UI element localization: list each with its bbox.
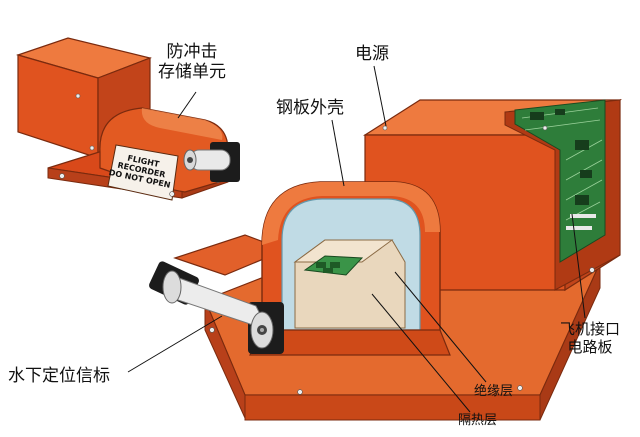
leader-aircraft-board xyxy=(571,213,586,319)
leader-lines xyxy=(127,65,586,413)
label-insulation-layer: 绝缘层 xyxy=(474,384,514,399)
label-underwater-locator-beacon: 水下定位信标 xyxy=(8,366,110,386)
leader-steel-shell xyxy=(331,119,345,187)
label-aircraft-interface-board: 飞机接口 电路板 xyxy=(560,320,621,356)
label-thermal-layer: 隔热层 xyxy=(458,413,498,428)
label-steel-shell: 钢板外壳 xyxy=(276,98,344,118)
leader-thermal xyxy=(371,293,471,413)
label-power-supply: 电源 xyxy=(355,44,389,64)
leader-underwater-beacon xyxy=(127,315,223,373)
large-recorder-module xyxy=(149,98,623,421)
leader-crash-unit xyxy=(177,91,197,119)
label-crash-survivable-unit: 防冲击 存储单元 xyxy=(158,42,226,83)
leader-insulation xyxy=(394,271,487,383)
leader-power xyxy=(373,65,387,127)
small-recorder-module xyxy=(15,37,240,201)
